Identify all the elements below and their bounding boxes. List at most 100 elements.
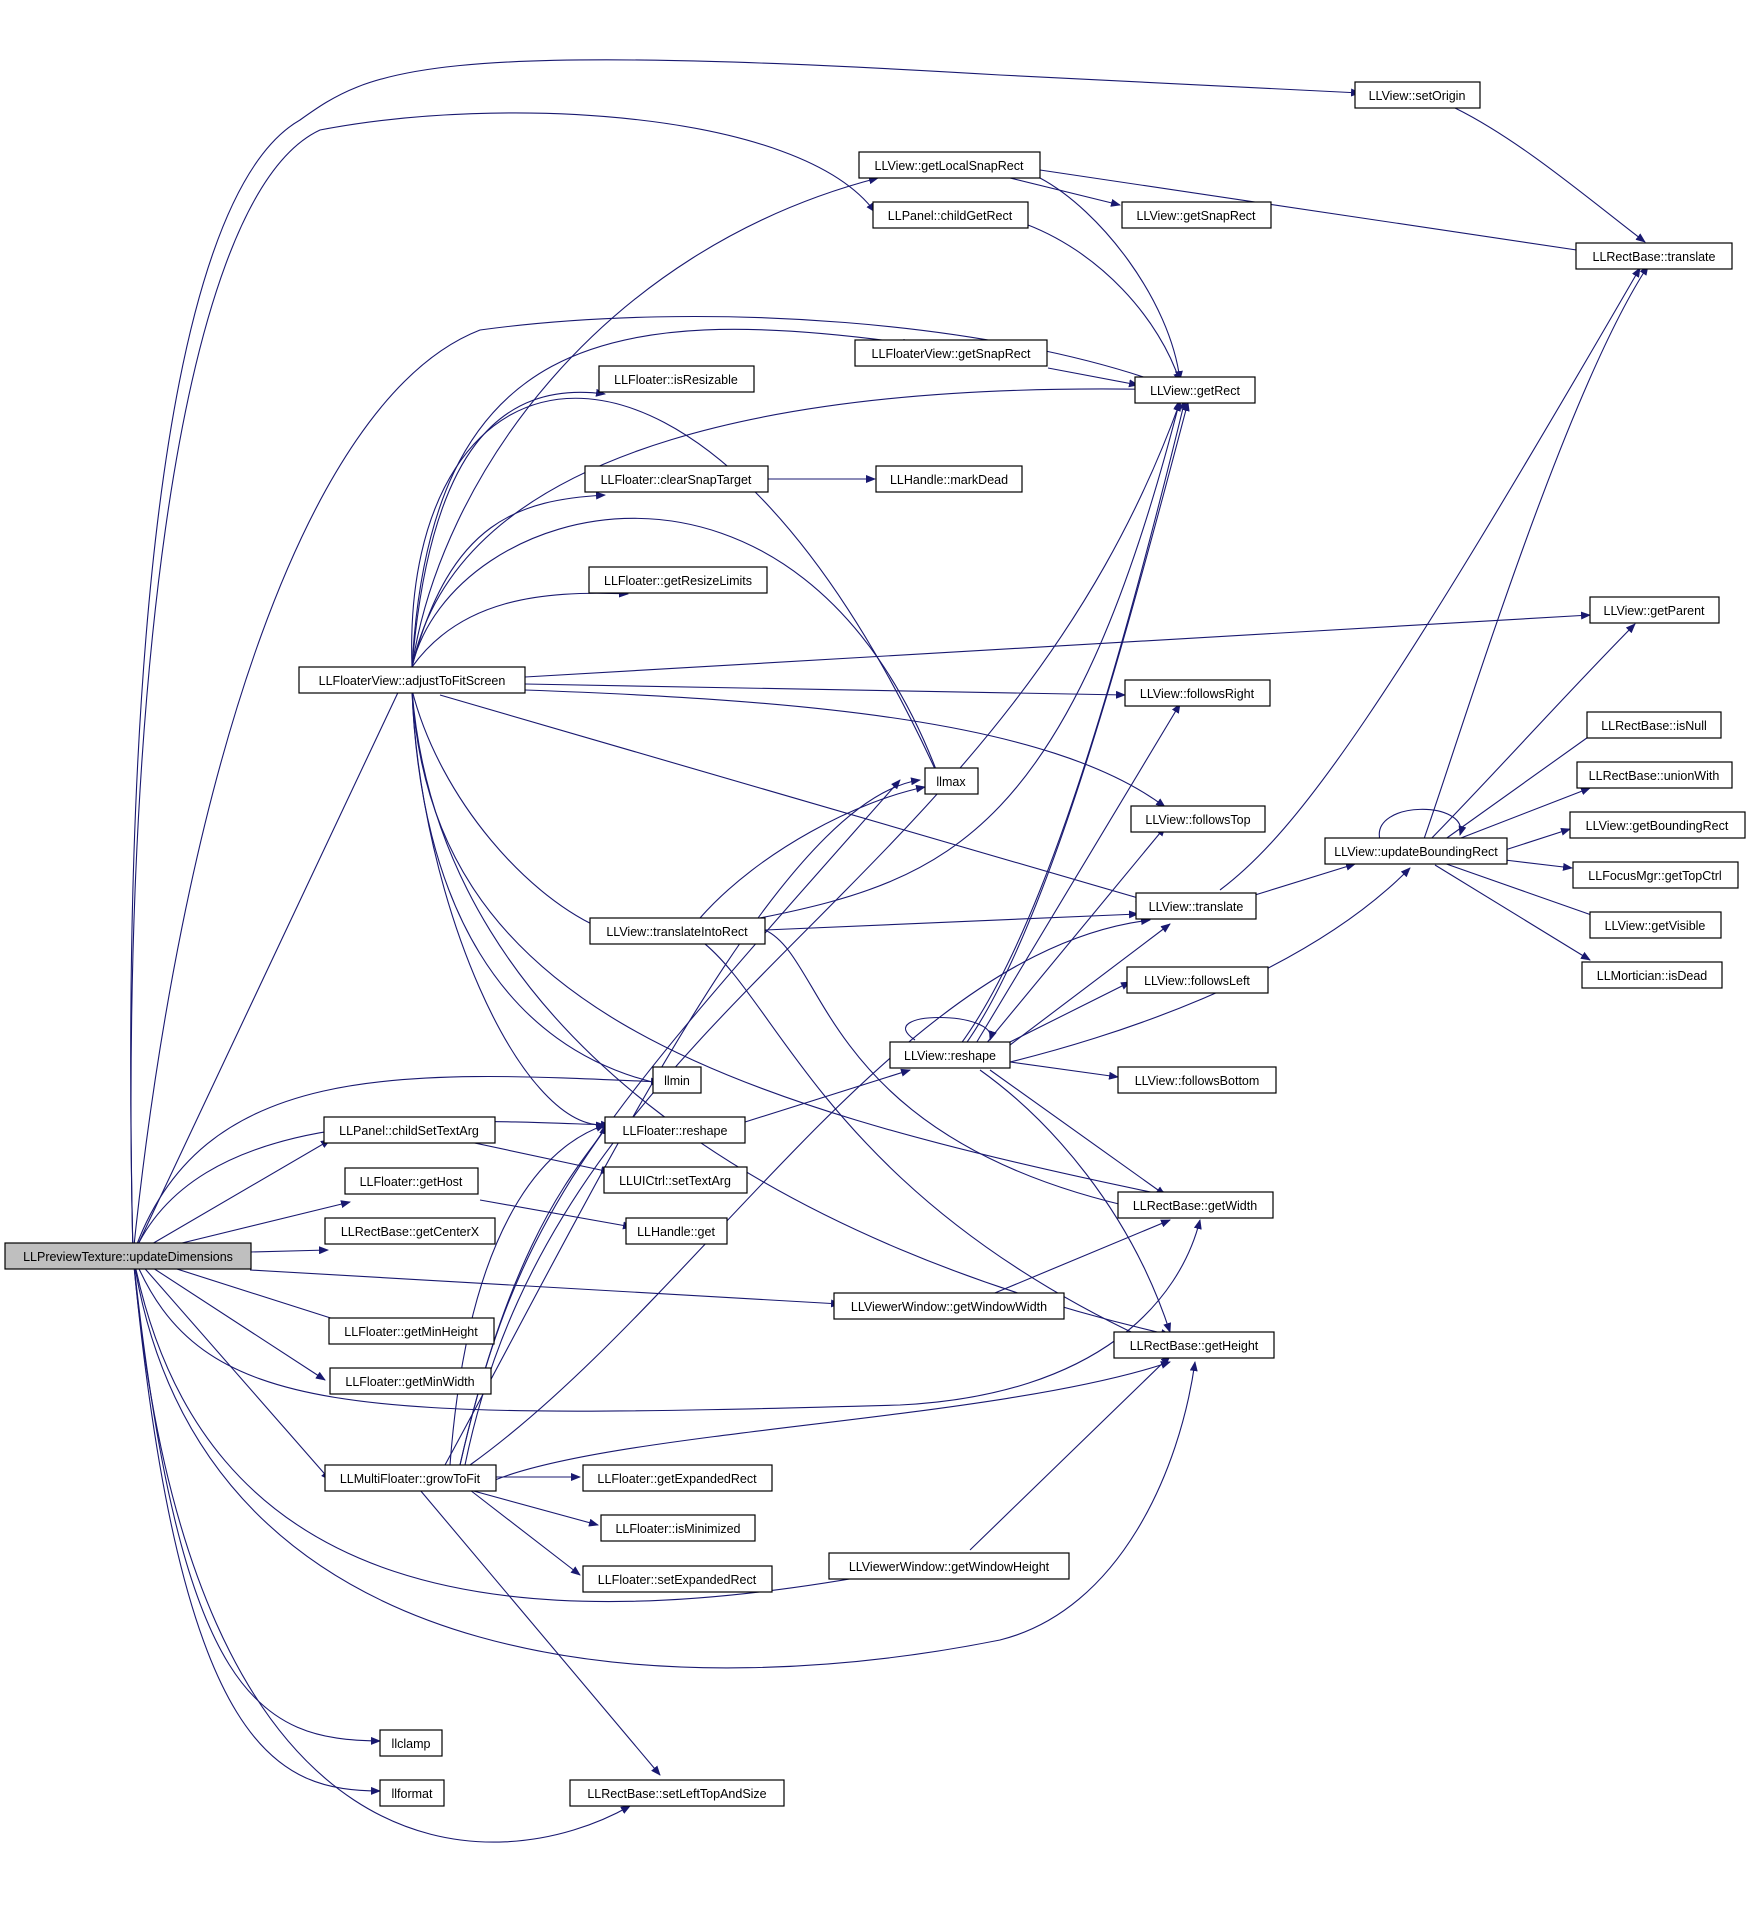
node-label: LLView::followsTop: [1145, 813, 1250, 827]
node-label: LLView::updateBoundingRect: [1334, 845, 1498, 859]
node-llclamp[interactable]: llclamp: [379, 1729, 443, 1757]
node-get-center-x[interactable]: LLRectBase::getCenterX: [324, 1217, 496, 1245]
edge: [969, 1355, 1171, 1551]
node-label: LLRectBase::unionWith: [1589, 769, 1720, 783]
node-label: LLView::followsBottom: [1135, 1074, 1260, 1088]
node-get-snap-rect[interactable]: LLView::getSnapRect: [1121, 201, 1272, 229]
edge: [1009, 981, 1131, 1043]
node-handle-get[interactable]: LLHandle::get: [625, 1217, 728, 1245]
node-get-window-height[interactable]: LLViewerWindow::getWindowHeight: [828, 1552, 1070, 1580]
edge: [132, 315, 1181, 1256]
node-is-minimized[interactable]: LLFloater::isMinimized: [600, 1514, 756, 1542]
edge: [764, 910, 1139, 931]
node-get-expanded-rect[interactable]: LLFloater::getExpandedRect: [582, 1464, 773, 1492]
node-set-left-top-and-size[interactable]: LLRectBase::setLeftTopAndSize: [569, 1779, 785, 1807]
node-llmax[interactable]: llmax: [924, 767, 979, 795]
node-label: LLFloater::getResizeLimits: [604, 574, 752, 588]
node-child-set-text-arg[interactable]: LLPanel::childSetTextArg: [323, 1116, 496, 1144]
node-get-height[interactable]: LLRectBase::getHeight: [1113, 1331, 1275, 1359]
node-get-local-snap-rect[interactable]: LLView::getLocalSnapRect: [858, 151, 1041, 179]
node-set-text-arg[interactable]: LLUICtrl::setTextArg: [603, 1166, 748, 1194]
node-rect-translate[interactable]: LLRectBase::translate: [1575, 242, 1733, 270]
node-label: LLRectBase::translate: [1593, 250, 1716, 264]
node-get-min-width[interactable]: LLFloater::getMinWidth: [329, 1367, 492, 1395]
edge: [439, 694, 1146, 902]
node-set-expanded-rect[interactable]: LLFloater::setExpandedRect: [582, 1565, 773, 1593]
node-translate-into-rect[interactable]: LLView::translateIntoRect: [589, 917, 766, 945]
node-llmin[interactable]: llmin: [652, 1066, 702, 1094]
node-reshape[interactable]: LLView::reshape: [889, 1041, 1011, 1069]
edge: [411, 589, 629, 668]
edge: [411, 689, 1171, 1337]
node-follows-bottom[interactable]: LLView::followsBottom: [1117, 1066, 1277, 1094]
edge: [1419, 265, 1649, 851]
node-get-rect[interactable]: LLView::getRect: [1134, 376, 1256, 404]
node-clear-snap-target[interactable]: LLFloater::clearSnapTarget: [584, 465, 769, 493]
edge: [459, 1124, 608, 1466]
node-follows-top[interactable]: LLView::followsTop: [1130, 805, 1266, 833]
node-set-origin[interactable]: LLView::setOrigin: [1354, 81, 1481, 109]
node-floater-view-get-snap-rect[interactable]: LLFloaterView::getSnapRect: [854, 339, 1048, 367]
edge: [469, 1141, 611, 1175]
node-get-visible[interactable]: LLView::getVisible: [1589, 911, 1722, 939]
node-get-window-width[interactable]: LLViewerWindow::getWindowWidth: [833, 1292, 1065, 1320]
node-get-top-ctrl[interactable]: LLFocusMgr::getTopCtrl: [1572, 861, 1739, 889]
node-mark-dead[interactable]: LLHandle::markDead: [875, 465, 1023, 493]
node-label: llclamp: [392, 1737, 431, 1751]
node-view-translate[interactable]: LLView::translate: [1135, 892, 1257, 920]
node-is-null[interactable]: LLRectBase::isNull: [1586, 711, 1722, 739]
node-is-resizable[interactable]: LLFloater::isResizable: [598, 365, 755, 393]
edge: [132, 1254, 631, 1843]
node-grow-to-fit[interactable]: LLMultiFloater::growToFit: [324, 1464, 497, 1492]
edge: [479, 1199, 633, 1230]
node-get-host[interactable]: LLFloater::getHost: [344, 1167, 479, 1195]
edge: [984, 826, 1166, 1046]
edge: [979, 1069, 1171, 1333]
edge: [764, 929, 1171, 1218]
node-label: llformat: [392, 1787, 434, 1801]
call-edges: [130, 59, 1649, 1843]
node-floater-reshape[interactable]: LLFloater::reshape: [604, 1116, 746, 1144]
node-update-bounding-rect[interactable]: LLView::updateBoundingRect: [1324, 837, 1508, 865]
node-label: LLFloater::isResizable: [614, 373, 738, 387]
edge: [1009, 923, 1171, 1046]
edge: [959, 399, 1187, 1046]
node-label: LLFocusMgr::getTopCtrl: [1588, 869, 1721, 883]
node-update-dimensions[interactable]: LLPreviewTexture::updateDimensions: [4, 1242, 252, 1270]
edge: [1009, 867, 1411, 1063]
edge: [759, 399, 1182, 919]
node-get-min-height[interactable]: LLFloater::getMinHeight: [328, 1317, 495, 1345]
node-follows-right[interactable]: LLView::followsRight: [1124, 679, 1271, 707]
node-label: LLView::followsLeft: [1144, 974, 1250, 988]
node-is-dead[interactable]: LLMortician::isDead: [1581, 961, 1723, 989]
node-label: LLRectBase::isNull: [1601, 719, 1707, 733]
edge: [905, 1017, 997, 1041]
node-get-bounding-rect[interactable]: LLView::getBoundingRect: [1569, 811, 1746, 839]
edge: [459, 779, 901, 1466]
node-child-get-rect[interactable]: LLPanel::childGetRect: [872, 201, 1029, 229]
node-label: LLPreviewTexture::updateDimensions: [23, 1250, 233, 1264]
node-llformat[interactable]: llformat: [379, 1779, 445, 1807]
node-get-resize-limits[interactable]: LLFloater::getResizeLimits: [588, 566, 768, 594]
node-get-width[interactable]: LLRectBase::getWidth: [1117, 1191, 1274, 1219]
call-nodes: LLPreviewTexture::updateDimensions LLVie…: [4, 81, 1746, 1807]
edge: [411, 689, 1171, 1199]
edge: [699, 784, 926, 919]
edge: [1419, 623, 1636, 851]
node-follows-left[interactable]: LLView::followsLeft: [1126, 966, 1269, 994]
node-label: LLRectBase::getWidth: [1133, 1199, 1257, 1213]
edge: [1009, 1061, 1119, 1080]
edge: [411, 176, 879, 668]
node-union-with[interactable]: LLRectBase::unionWith: [1576, 761, 1733, 789]
edge: [132, 1254, 381, 1795]
edge: [132, 1075, 661, 1256]
node-adjust-to-fit-screen[interactable]: LLFloaterView::adjustToFitScreen: [298, 666, 526, 694]
node-label: LLPanel::childSetTextArg: [339, 1124, 479, 1138]
edge: [132, 1254, 1198, 1669]
edge: [1039, 177, 1183, 381]
edge: [1434, 864, 1591, 961]
node-get-parent[interactable]: LLView::getParent: [1589, 596, 1720, 624]
node-label: LLUICtrl::setTextArg: [619, 1174, 731, 1188]
edge: [132, 1254, 921, 1603]
